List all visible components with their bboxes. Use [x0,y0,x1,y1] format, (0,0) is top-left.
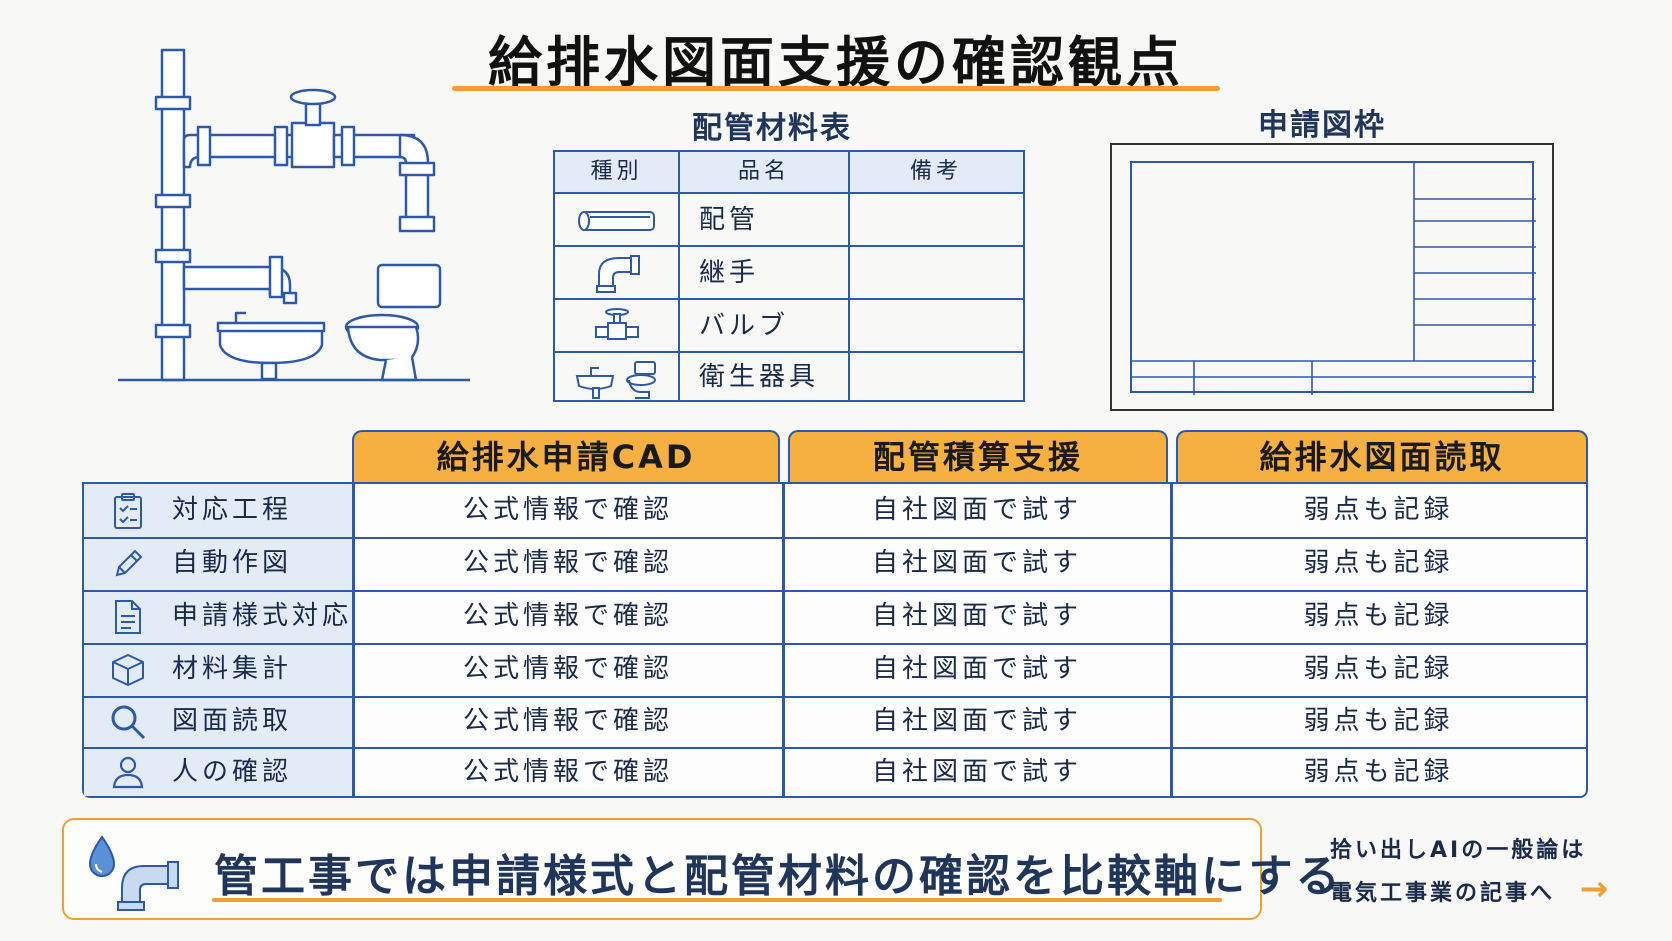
table-cell: 公式情報で確認 [462,601,673,631]
materials-header-type: 種別 [590,159,643,184]
comparison-table: 対応工程 公式情報で確認 自社図面で試す 弱点も記録 自動作図 公式情報で確認 … [82,482,1588,798]
note-line-2: 電気工事業の記事へ → [1330,869,1612,909]
box-icon [106,643,150,696]
table-cell: 公式情報で確認 [462,495,673,525]
pipe-icon [555,194,678,247]
table-cell: 自社図面で試す [871,706,1082,736]
summary-underline [212,898,1222,902]
table-cell: 公式情報で確認 [462,706,673,736]
table-cell: 自社図面で試す [871,548,1082,578]
plumbing-illustration [118,48,470,382]
table-cell: 公式情報で確認 [462,548,673,578]
title-block-caption: 申請図枠 [1258,108,1386,143]
table-cell: 自社図面で試す [871,601,1082,631]
materials-table-caption: 配管材料表 [692,111,852,146]
summary-text: 管工事では申請様式と配管材料の確認を比較軸にする [214,851,1343,902]
table-cell: 弱点も記録 [1303,601,1454,631]
related-note[interactable]: 拾い出しAIの一般論は 電気工事業の記事へ → [1330,832,1611,913]
elbow-fitting-icon [555,247,678,300]
title-block-grid [1132,163,1536,395]
document-icon [106,590,150,643]
sink-toilet-icon [555,353,678,402]
table-cell: 弱点も記録 [1303,548,1454,578]
valve-icon [555,300,678,353]
materials-table: 種別 品名 備考 配管 継手 バルブ 衛生器具 [553,150,1025,402]
materials-row: 継手 [555,245,1023,298]
column-header-cad: 給排水申請CAD [352,430,780,482]
row-label: 対応工程 [172,495,293,525]
materials-header-note: 備考 [909,159,962,184]
row-label: 人の確認 [172,757,293,787]
materials-item-name: 衛生器具 [699,362,820,392]
materials-item-name: 継手 [699,258,760,288]
water-drop-icon [88,835,116,877]
table-cell: 自社図面で試す [871,757,1082,787]
table-cell: 弱点も記録 [1303,706,1454,736]
row-label: 図面読取 [172,706,293,736]
materials-row: バルブ [555,298,1023,351]
note-line-1: 拾い出しAIの一般論は [1330,838,1587,863]
person-icon [106,747,150,797]
materials-table-header [555,152,1023,192]
column-header-estimate: 配管積算支援 [788,430,1168,482]
table-cell: 弱点も記録 [1303,757,1454,787]
materials-item-name: バルブ [699,311,790,341]
row-label: 材料集計 [172,654,293,684]
elbow-pipe-icon [117,861,179,911]
title-underline [452,86,1220,91]
column-header-reading: 給排水図面読取 [1176,430,1588,482]
table-cell: 自社図面で試す [871,495,1082,525]
table-cell: 弱点も記録 [1303,654,1454,684]
materials-header-name: 品名 [737,159,790,184]
title-block-frame [1110,143,1554,411]
row-label: 自動作図 [172,548,293,578]
materials-item-name: 配管 [699,205,760,235]
pencil-icon [106,537,150,590]
table-cell: 公式情報で確認 [462,757,673,787]
title-block-inner [1130,161,1536,395]
table-cell: 弱点も記録 [1303,495,1454,525]
materials-row: 衛生器具 [555,351,1023,400]
clipboard-icon [106,484,150,537]
table-cell: 公式情報で確認 [462,654,673,684]
summary-banner: 管工事では申請様式と配管材料の確認を比較軸にする [62,818,1339,920]
table-cell: 自社図面で試す [871,654,1082,684]
arrow-right-icon: → [1579,869,1612,909]
materials-row: 配管 [555,192,1023,245]
magnifier-icon [106,696,150,747]
row-label: 申請様式対応 [172,601,353,631]
row-label-column [84,484,352,796]
page-title: 給排水図面支援の確認観点 [488,31,1184,94]
